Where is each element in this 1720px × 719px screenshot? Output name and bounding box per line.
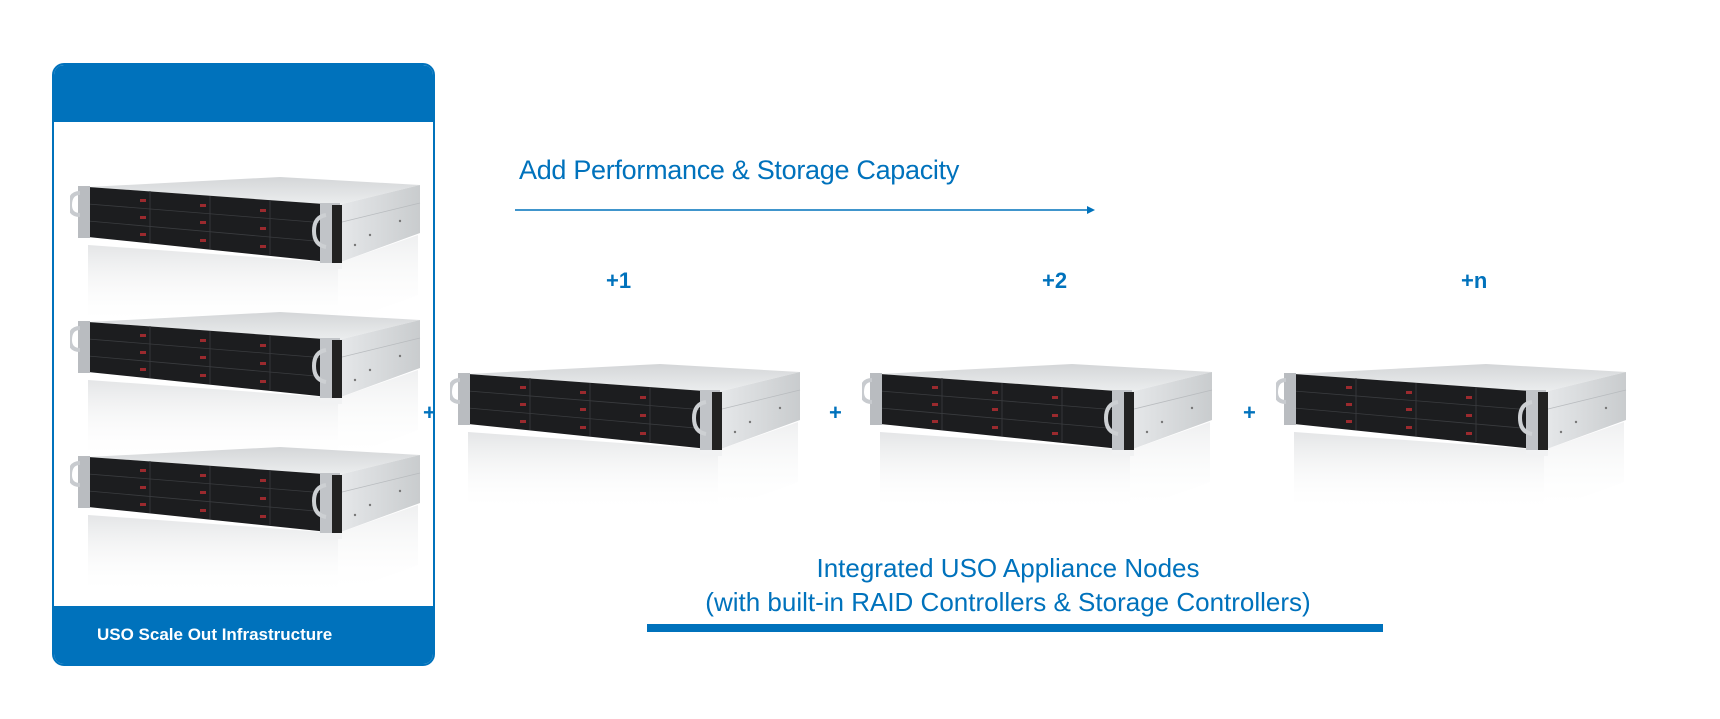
caption-line-1: Integrated USO Appliance Nodes (816, 553, 1200, 583)
appliance-node-1 (450, 362, 802, 512)
card-footer-label: USO Scale Out Infrastructure (54, 606, 433, 664)
arrow-right-icon (515, 206, 1095, 214)
caption-underline (647, 624, 1383, 632)
scale-out-infrastructure-card: USO Scale Out Infrastructure (52, 63, 435, 666)
node-step-label: +1 (606, 268, 632, 293)
rack-server-2u-icon (862, 362, 1214, 512)
appliance-node-2 (862, 362, 1214, 512)
caption-line-2: (with built-in RAID Controllers & Storag… (705, 587, 1311, 617)
plus-icon: + (423, 400, 436, 425)
node-step-label: +n (1461, 268, 1488, 293)
node-step-label: +2 (1042, 268, 1068, 293)
plus-icon: + (829, 400, 842, 425)
appliance-node-n (1276, 362, 1628, 512)
rack-server-2u-icon (450, 362, 802, 512)
rack-server-2u-icon (70, 175, 422, 325)
scale-arrow-label: Add Performance & Storage Capacity (519, 155, 960, 185)
rack-server-2u-icon (70, 445, 422, 595)
plus-icon: + (1243, 400, 1256, 425)
rack-server-2u-icon (1276, 362, 1628, 512)
card-header-band (54, 65, 433, 122)
rack-server-2u-icon (70, 310, 422, 460)
